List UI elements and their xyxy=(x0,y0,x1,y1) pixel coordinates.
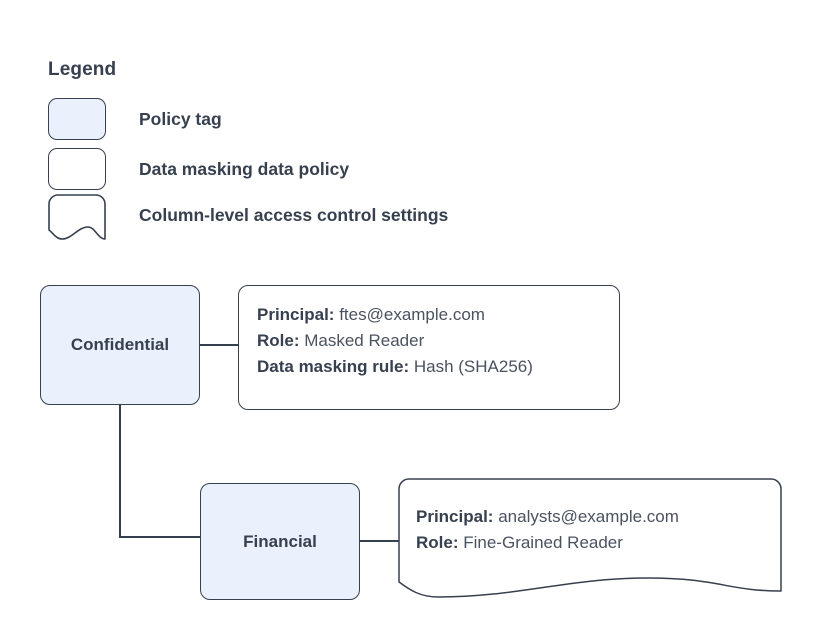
policy-key-masking-rule: Data masking rule: xyxy=(257,357,410,376)
legend-swatch-data-masking-policy-icon xyxy=(48,148,106,190)
policy-line-principal: Principal: analysts@example.com xyxy=(416,504,679,530)
policy-key-role: Role: xyxy=(257,331,300,350)
connector-confidential-to-masking-policy xyxy=(200,344,238,346)
policy-line-masking-rule: Data masking rule: Hash (SHA256) xyxy=(257,354,601,380)
node-policy-tag-financial[interactable]: Financial xyxy=(200,483,360,600)
node-policy-tag-confidential[interactable]: Confidential xyxy=(40,285,200,405)
legend-item-policy-tag: Policy tag xyxy=(48,98,222,140)
policy-key-principal: Principal: xyxy=(416,507,494,526)
policy-box-column-level-access-settings[interactable]: Principal: analysts@example.com Role: Fi… xyxy=(398,478,782,598)
policy-value-role: Masked Reader xyxy=(304,331,425,350)
connector-financial-to-column-access-settings xyxy=(360,540,399,542)
policy-box-data-masking[interactable]: Principal: ftes@example.com Role: Masked… xyxy=(238,285,620,410)
policy-line-principal: Principal: ftes@example.com xyxy=(257,302,601,328)
legend-item-data-masking-policy: Data masking data policy xyxy=(48,148,349,190)
connector-confidential-to-financial-horizontal xyxy=(119,536,201,538)
connector-confidential-to-financial-vertical xyxy=(119,405,121,537)
policy-value-principal: analysts@example.com xyxy=(498,507,679,526)
node-label-confidential: Confidential xyxy=(70,335,170,354)
policy-line-role: Role: Masked Reader xyxy=(257,328,601,354)
policy-value-principal: ftes@example.com xyxy=(339,305,485,324)
node-label-financial: Financial xyxy=(243,531,317,551)
legend-label-policy-tag: Policy tag xyxy=(139,108,222,129)
legend-item-column-access-settings: Column-level access control settings xyxy=(48,194,449,240)
policy-key-principal: Principal: xyxy=(257,305,335,324)
legend-label-column-access-settings: Column-level access control settings xyxy=(139,204,449,225)
policy-key-role: Role: xyxy=(416,533,459,552)
legend-label-data-masking-policy: Data masking data policy xyxy=(139,158,350,179)
policy-value-role: Fine-Grained Reader xyxy=(463,533,623,552)
policy-line-role: Role: Fine-Grained Reader xyxy=(416,530,679,556)
policy-value-masking-rule: Hash (SHA256) xyxy=(413,357,533,376)
legend-swatch-column-access-settings-icon xyxy=(48,194,106,240)
document-shape-icon xyxy=(398,478,782,598)
legend-swatch-policy-tag-icon xyxy=(48,98,106,140)
legend-title: Legend xyxy=(48,59,117,80)
